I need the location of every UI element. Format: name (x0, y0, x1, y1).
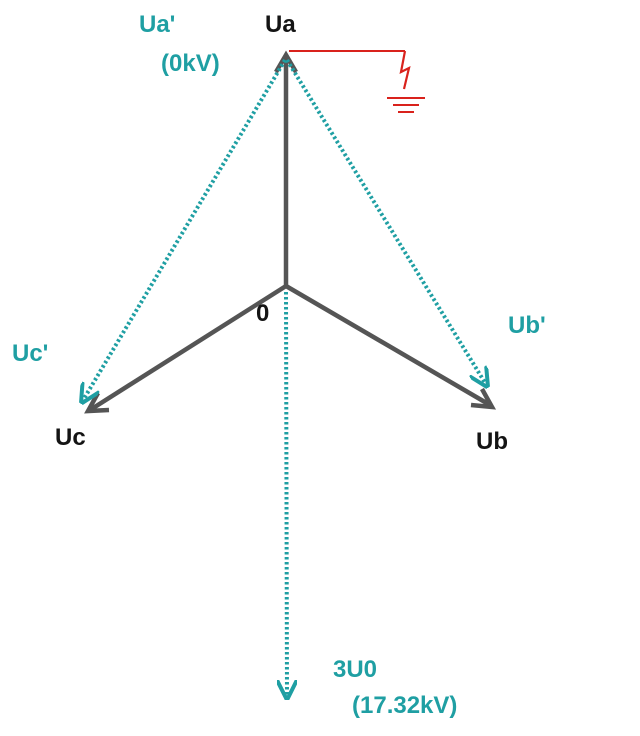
phasor-ub-arrowhead (470, 387, 497, 410)
label-ua: Ua (265, 11, 296, 38)
phasor-uc-prime (82, 58, 287, 402)
label-uc: Uc (55, 424, 86, 451)
phasor-ub-prime (285, 58, 487, 386)
label-ub-prime: Ub' (508, 312, 546, 339)
displaced-phasors (82, 58, 487, 698)
phasor-ub (284, 284, 492, 407)
label-origin: 0 (256, 300, 270, 327)
lightning-ground-icon (289, 50, 425, 113)
phasor-3u0 (286, 291, 287, 698)
label-ua-prime: Ua' (139, 11, 176, 38)
label-ub: Ub (476, 428, 508, 455)
label-uc-prime: Uc' (12, 340, 49, 367)
lightning-bolt (399, 50, 411, 90)
label-3u0: 3U0 (333, 656, 378, 683)
phase-phasors (84, 50, 497, 414)
label-ua-prime-value: (0kV) (161, 50, 220, 77)
label-3u0-value: (17.32kV) (352, 692, 458, 719)
phasor-uc (88, 284, 288, 412)
phasor-ua-arrowhead (274, 50, 298, 74)
